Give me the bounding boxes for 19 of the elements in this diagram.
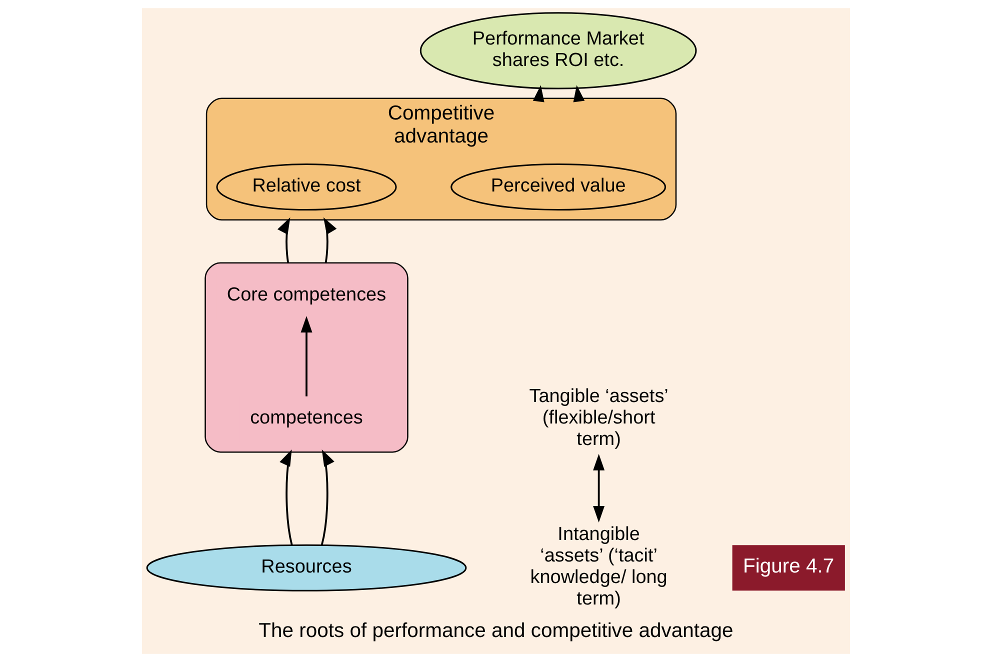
cluster xyxy=(204,262,408,453)
arrow xyxy=(320,450,334,546)
arrow xyxy=(592,454,604,522)
arrow xyxy=(572,85,584,102)
arrow xyxy=(276,217,290,264)
node-ellipse: Performance Market shares ROI etc. xyxy=(419,12,696,90)
node-text: Core competences xyxy=(226,284,386,306)
node-text: Tangible ‘assets’ (flexible/short term) xyxy=(528,386,668,450)
arrow xyxy=(322,217,336,264)
caption: The roots of performance and competitive advantage xyxy=(258,620,733,642)
arrow xyxy=(300,316,312,396)
arrow xyxy=(532,85,544,102)
node-text: competences xyxy=(250,408,362,429)
label: Figure 4.7 xyxy=(742,556,834,578)
node-ellipse: Relative cost xyxy=(216,163,396,211)
arrow xyxy=(279,449,292,546)
node-ellipse: Resources xyxy=(146,544,466,592)
node-text: Intangible ‘assets’ (‘tacit’ knowledge/ long term) xyxy=(530,524,667,610)
node-ellipse: Perceived value xyxy=(450,163,666,211)
